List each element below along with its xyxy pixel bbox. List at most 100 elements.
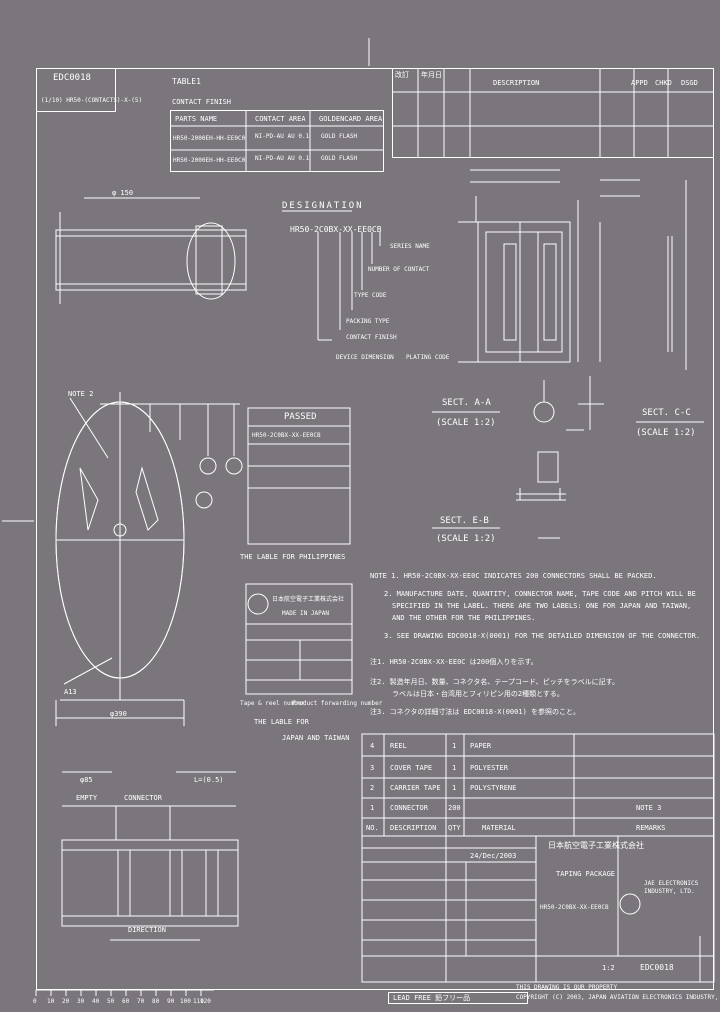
- parts-3-qty: 200: [448, 804, 461, 812]
- ruler-11: 110: [193, 998, 204, 1005]
- title-scale: 1:2: [602, 964, 615, 972]
- title-company: JAE ELECTRONICS INDUSTRY, LTD.: [644, 880, 699, 895]
- ruler-3: 30: [77, 998, 85, 1005]
- parts-h-no: NO.: [366, 824, 379, 832]
- drawing-id: EDC0018: [53, 73, 91, 83]
- parts-0-mat: PAPER: [470, 742, 492, 750]
- parts-1-mat: POLYESTER: [470, 764, 508, 772]
- designation-code: HR50-2C0BX-XX-EE0CB: [290, 225, 382, 234]
- note-jp-1: 注2. 製造年月日、数量、コネクタ名、テープコード、ピッチをラベルに記す。: [370, 678, 619, 686]
- tape-mid-label: CONNECTOR: [124, 794, 162, 802]
- drawing-id-box: EDC0018 (1/10) HR50-(CONTACTS)-X-(5): [36, 68, 142, 112]
- japan-maker: 日本航空電子工業株式会社: [272, 596, 345, 603]
- table1-title: TABLE1: [172, 77, 201, 86]
- table1-r1-golden: GOLD FLASH: [321, 155, 358, 162]
- table1-caption: CONTACT FINISH: [172, 98, 232, 106]
- designation-title: DESIGNATION: [282, 201, 364, 211]
- designation-note-1: NUMBER OF CONTACT: [368, 266, 430, 273]
- note-line-2: SPECIFIED IN THE LABEL. THERE ARE TWO LA…: [392, 602, 692, 610]
- japan-right-note: Product forwarding number: [292, 700, 383, 707]
- ruler-5: 50: [107, 998, 115, 1005]
- tape-top-label: EMPTY: [76, 794, 98, 802]
- parts-1-qty: 1: [452, 764, 457, 772]
- table1-h1: CONTACT AREA: [255, 115, 306, 123]
- rev-h-3: DESCRIPTION: [493, 79, 540, 87]
- ruler-8: 80: [152, 998, 160, 1005]
- parts-0-qty: 1: [452, 742, 457, 750]
- parts-h-rem: REMARKS: [636, 824, 666, 832]
- rev-h-9: DSGD: [681, 79, 698, 87]
- parts-2-qty: 1: [452, 784, 457, 792]
- note2-label: NOTE 2: [68, 390, 94, 398]
- lead-free-stamp: LEAD FREE 鉛フリー品: [388, 992, 528, 1004]
- ruler-6: 60: [122, 998, 130, 1005]
- japan-left-note: Tape & reel number: [240, 700, 306, 707]
- section-cc-scale: (SCALE 1:2): [636, 428, 696, 438]
- parts-2-desc: CARRIER TAPE: [390, 784, 441, 792]
- section-aa-scale: (SCALE 1:2): [436, 418, 496, 428]
- copyright-1: THIS DRAWING IS OUR PROPERTY: [516, 984, 618, 991]
- ruler-1: 10: [47, 998, 55, 1005]
- parts-h-qty: QTY: [448, 824, 461, 832]
- section-bb-label: SECT. E-B: [440, 516, 489, 526]
- tape-right-dim: L=(0.5): [194, 776, 224, 784]
- table1-h2: GOLDENCARD AREA: [319, 115, 383, 123]
- rev-h-1: 年月日: [421, 71, 442, 79]
- parts-2-mat: POLYSTYRENE: [470, 784, 517, 792]
- section-bb-scale: (SCALE 1:2): [436, 534, 496, 544]
- tape-direction: DIRECTION: [128, 926, 166, 934]
- ruler-0: 0: [33, 998, 37, 1005]
- ruler-12: 120: [200, 998, 211, 1005]
- title-main: HR50-2C0BX-XX-EE0CB: [540, 904, 609, 911]
- section-aa-label: SECT. A-A: [442, 398, 491, 408]
- drawing-frame: [36, 68, 714, 990]
- copyright-2: COPYRIGHT (C) 2003, JAPAN AVIATION ELECT…: [516, 994, 720, 1001]
- parts-1-no: 3: [370, 764, 375, 772]
- dim-phi150: φ 150: [112, 189, 134, 197]
- designation-note-4: CONTACT FINISH: [346, 334, 397, 341]
- table1-r0-contact: NI-PD-AU AU 0.1: [255, 133, 310, 140]
- title-subtitle: TAPING PACKAGE: [556, 870, 616, 878]
- ruler-9: 90: [167, 998, 175, 1005]
- title-date: 24/Dec/2003: [470, 852, 517, 860]
- note-jp-2: ラベルは日本・台湾用とフィリピン用の2種類とする。: [392, 690, 564, 698]
- ruler-2: 20: [62, 998, 70, 1005]
- rev-h-0: 改訂: [395, 71, 409, 79]
- revision-table: 改訂 年月日 DESCRIPTION APPD CHKD DSGD: [392, 68, 714, 158]
- designation-note-0: SERIES NAME: [390, 243, 430, 250]
- rev-h-5: APPD: [631, 79, 648, 87]
- dim-a13: A13: [64, 688, 77, 696]
- table1-r0-golden: GOLD FLASH: [321, 133, 358, 140]
- table1-h0: PARTS NAME: [175, 115, 218, 123]
- ruler-10: 100: [180, 998, 191, 1005]
- parts-0-no: 4: [370, 742, 375, 750]
- table1: PARTS NAME CONTACT AREA GOLDENCARD AREA …: [170, 110, 384, 172]
- parts-h-mat: MATERIAL: [482, 824, 516, 832]
- designation-note-3: PACKING TYPE: [346, 318, 390, 325]
- note-line-0: NOTE 1. HR50-2C0BX-XX-EE0C INDICATES 200…: [370, 572, 657, 580]
- passed-code: HR50-2C0BX-XX-EE0CB: [252, 432, 321, 439]
- passed-caption: THE LABLE FOR PHILIPPINES: [240, 553, 346, 561]
- japan-caption-2: JAPAN AND TAIWAN: [282, 734, 350, 742]
- parts-3-desc: CONNECTOR: [390, 804, 428, 812]
- parts-2-no: 2: [370, 784, 375, 792]
- ruler-7: 70: [137, 998, 145, 1005]
- table1-r1-part: HR50-2000EH-HH-EE0C0: [173, 157, 246, 164]
- title-drawing-no: EDC0018: [640, 963, 674, 972]
- designation-note-5: DEVICE DIMENSION: [336, 354, 394, 361]
- note-line-4: 3. SEE DRAWING EDC0018-X(0001) FOR THE D…: [384, 632, 701, 640]
- title-company-jp: 日本航空電子工業株式会社: [548, 841, 644, 850]
- designation-note-2: TYPE CODE: [354, 292, 387, 299]
- parts-1-desc: COVER TAPE: [390, 764, 433, 772]
- parts-h-desc: DESCRIPTION: [390, 824, 437, 832]
- designation-note-6: PLATING CODE: [406, 354, 450, 361]
- table1-r1-contact: NI-PD-AU AU 0.1: [255, 155, 310, 162]
- japan-origin: MADE IN JAPAN: [282, 610, 329, 617]
- drawing-id-note: (1/10) HR50-(CONTACTS)-X-(5): [41, 97, 143, 104]
- note-line-3: AND THE OTHER FOR THE PHILIPPINES.: [392, 614, 536, 622]
- dim-390: φ390: [110, 710, 127, 718]
- ruler-4: 40: [92, 998, 100, 1005]
- note-jp-3: 注3. コネクタの詳細寸法は EDC0018-X(0001) を参照のこと。: [370, 708, 581, 716]
- japan-caption-1: THE LABLE FOR: [254, 718, 309, 726]
